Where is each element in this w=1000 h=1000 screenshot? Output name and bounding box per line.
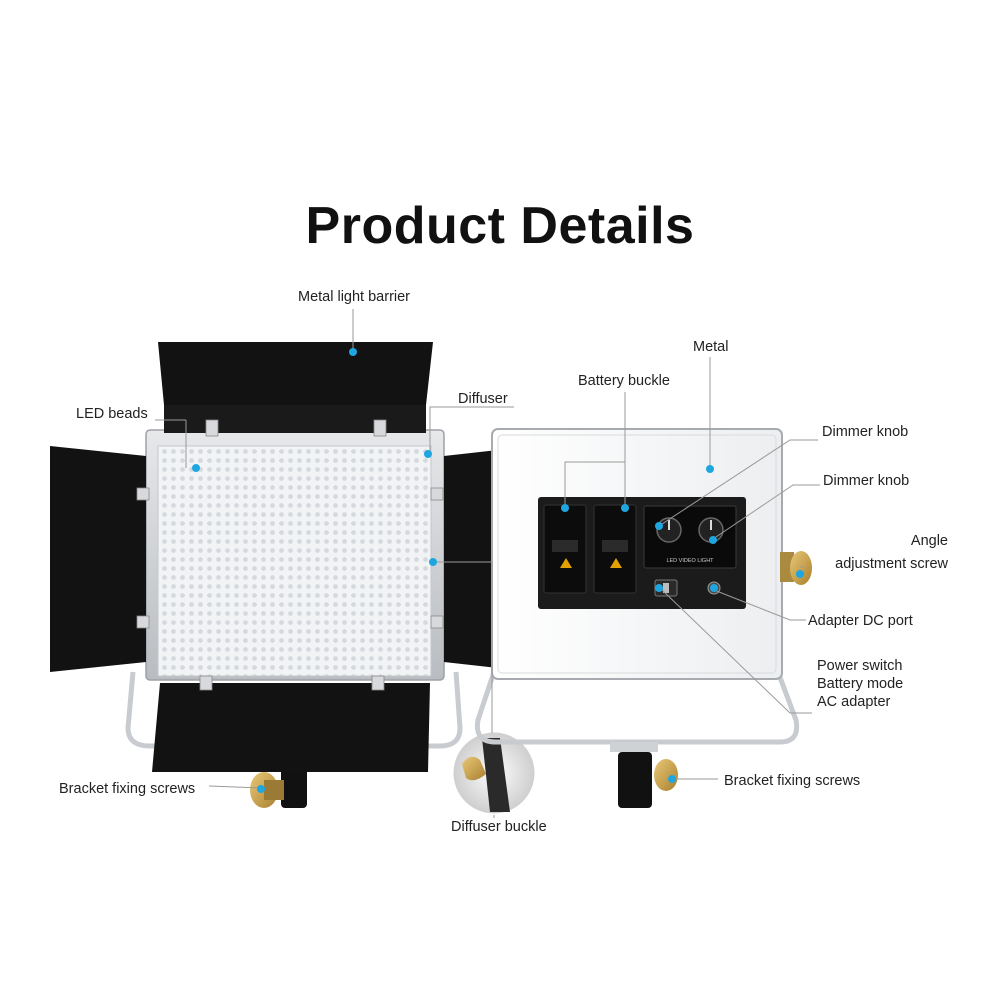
marker-battery-buckle-2 [621,504,629,512]
marker-diffuser [424,450,432,458]
marker-led-beads [192,464,200,472]
label-led-beads: LED beads [76,406,148,422]
marker-metal-light-barrier [349,348,357,356]
label-battery-mode: Battery mode [817,676,904,692]
marker-bracket-screw-right [668,775,676,783]
marker-dimmer-knob-2 [709,536,717,544]
label-diffuser: Diffuser [458,391,508,407]
marker-power-switch [655,584,663,592]
diffuser-buckle-inset [453,732,535,814]
leader-lines [155,309,820,818]
label-angle-adjustment-screw: Angle adjustment screw [835,533,948,572]
label-bracket-fixing-screws-right: Bracket fixing screws [724,773,861,789]
marker-bracket-screw-left [257,785,265,793]
label-ac-adapter: AC adapter [817,694,891,710]
label-diffuser-buckle: Diffuser buckle [451,819,547,835]
marker-adapter-dc-port [710,584,718,592]
marker-diffuser-edge [429,558,437,566]
label-metal-light-barrier: Metal light barrier [298,289,411,305]
label-metal: Metal [693,339,729,355]
marker-battery-buckle-1 [561,504,569,512]
label-adapter-dc-port: Adapter DC port [808,613,913,629]
marker-metal [706,465,714,473]
label-battery-buckle: Battery buckle [578,373,670,389]
label-power-switch: Power switch [817,658,903,674]
label-dimmer-knob-2: Dimmer knob [823,473,910,489]
marker-angle-screw [796,570,804,578]
label-bracket-fixing-screws-left: Bracket fixing screws [59,781,196,797]
label-dimmer-knob-1: Dimmer knob [822,424,909,440]
marker-dimmer-knob-1 [655,522,663,530]
control-plate-text: LED VIDEO LIGHT [666,558,714,564]
page-title: Product Details [305,197,695,255]
